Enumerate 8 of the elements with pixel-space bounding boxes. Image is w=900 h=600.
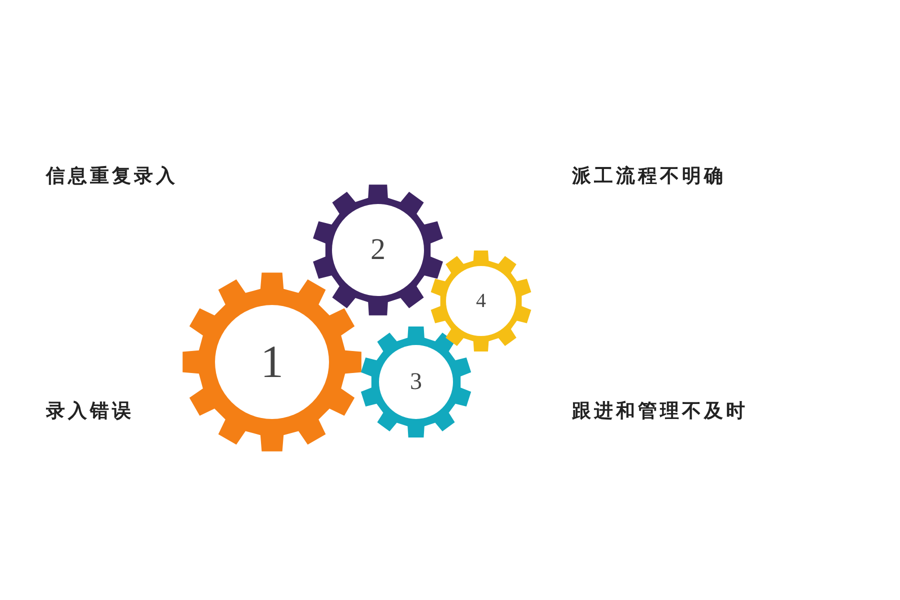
problem-label: 录入错误 — [46, 399, 134, 424]
gear-number: 2 — [370, 235, 386, 265]
gear-number: 3 — [410, 370, 422, 394]
gear-number: 1 — [260, 339, 284, 385]
problem-label: 跟进和管理不及时 — [572, 399, 748, 424]
problem-label: 信息重复录入 — [46, 164, 178, 189]
problem-label: 派工流程不明确 — [572, 164, 726, 189]
gear-number: 4 — [476, 291, 486, 311]
